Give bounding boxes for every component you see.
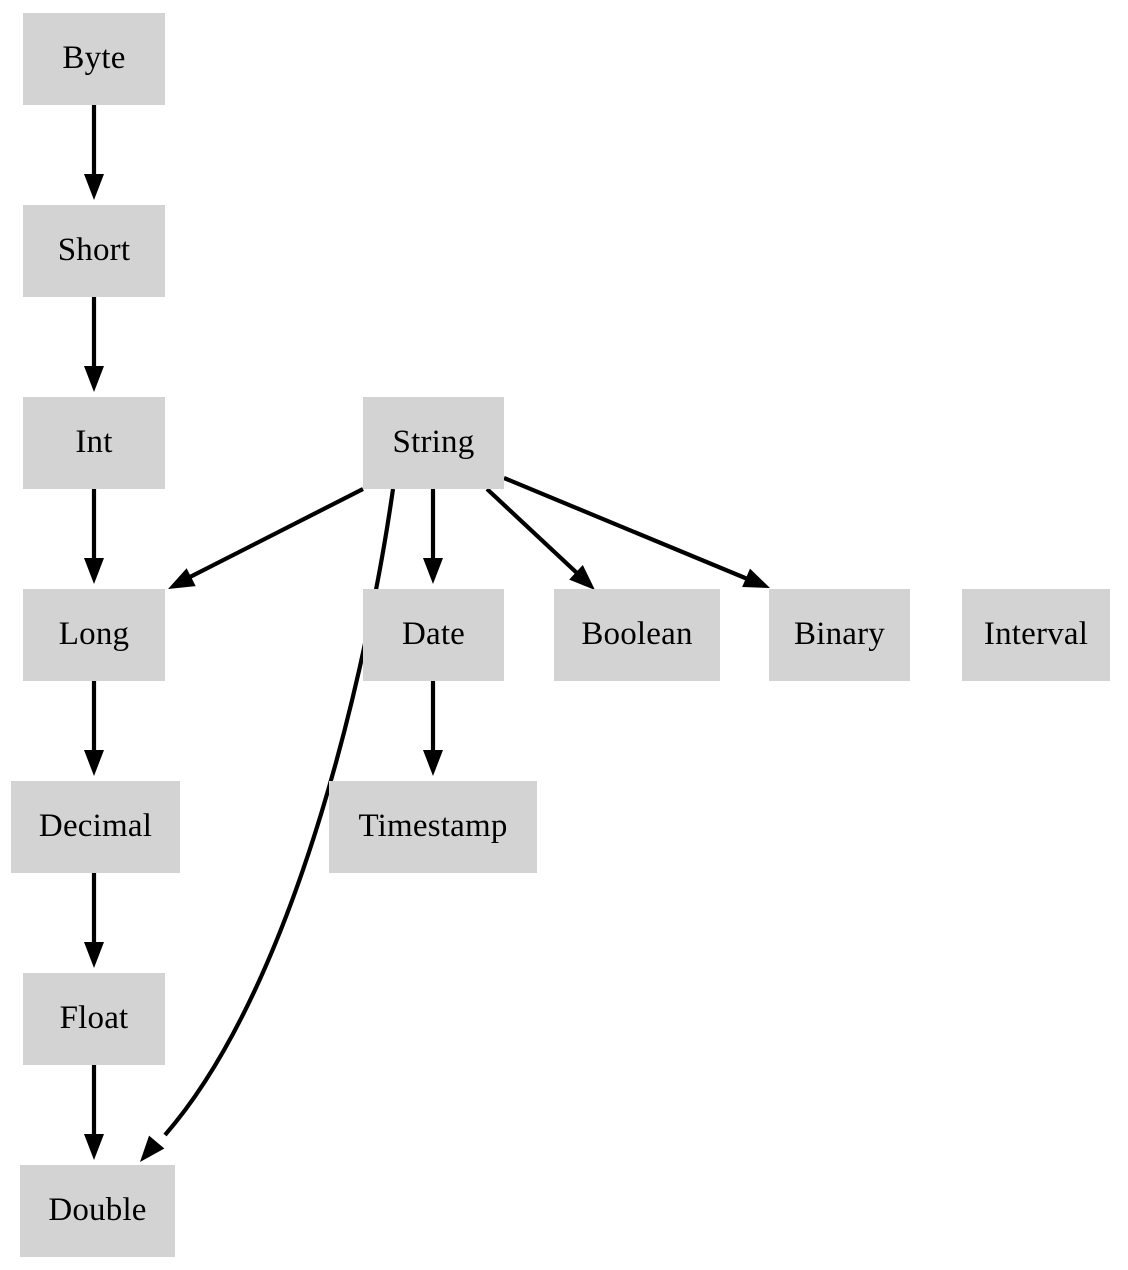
node-label-interval: Interval bbox=[983, 615, 1089, 652]
node-label-decimal: Decimal bbox=[38, 807, 153, 844]
node-label-string: String bbox=[392, 423, 475, 460]
node-string[interactable]: String bbox=[363, 397, 504, 489]
edge-string-date bbox=[423, 489, 443, 584]
arrowhead-icon bbox=[84, 174, 104, 200]
node-label-timestamp: Timestamp bbox=[358, 807, 508, 844]
arrowhead-icon bbox=[84, 558, 104, 584]
node-float[interactable]: Float bbox=[23, 973, 165, 1065]
arrowhead-icon bbox=[168, 568, 196, 589]
arrowhead-icon bbox=[84, 1134, 104, 1160]
node-int[interactable]: Int bbox=[23, 397, 165, 489]
arrowhead-icon bbox=[423, 558, 443, 584]
edge-decimal-float bbox=[84, 873, 104, 968]
node-label-boolean: Boolean bbox=[581, 615, 693, 652]
node-label-double: Double bbox=[48, 1191, 147, 1228]
arrowhead-icon bbox=[140, 1135, 165, 1162]
edge-long-decimal bbox=[84, 681, 104, 776]
node-interval[interactable]: Interval bbox=[962, 589, 1110, 681]
node-byte[interactable]: Byte bbox=[23, 13, 165, 105]
node-label-float: Float bbox=[59, 999, 129, 1036]
node-label-short: Short bbox=[57, 231, 131, 268]
edge-float-double bbox=[84, 1065, 104, 1160]
node-boolean[interactable]: Boolean bbox=[554, 589, 720, 681]
node-label-binary: Binary bbox=[793, 615, 885, 652]
edge-string-boolean bbox=[485, 487, 595, 590]
node-double[interactable]: Double bbox=[20, 1165, 175, 1257]
node-label-long: Long bbox=[58, 615, 130, 652]
node-decimal[interactable]: Decimal bbox=[11, 781, 180, 873]
edge-int-long bbox=[84, 489, 104, 584]
node-binary[interactable]: Binary bbox=[769, 589, 910, 681]
node-label-int: Int bbox=[75, 423, 113, 460]
node-label-date: Date bbox=[401, 615, 466, 652]
arrowhead-icon bbox=[84, 366, 104, 392]
node-timestamp[interactable]: Timestamp bbox=[329, 781, 537, 873]
edge-string-long bbox=[168, 487, 364, 589]
node-short[interactable]: Short bbox=[23, 205, 165, 297]
arrowhead-icon bbox=[84, 750, 104, 776]
arrowhead-icon bbox=[84, 942, 104, 968]
edge-byte-short bbox=[84, 105, 104, 200]
node-label-byte: Byte bbox=[62, 39, 126, 76]
edge-short-int bbox=[84, 297, 104, 392]
node-date[interactable]: Date bbox=[363, 589, 504, 681]
node-long[interactable]: Long bbox=[23, 589, 165, 681]
edge-date-timestamp bbox=[423, 681, 443, 776]
edge-string-binary bbox=[503, 476, 770, 588]
arrowhead-icon bbox=[423, 750, 443, 776]
